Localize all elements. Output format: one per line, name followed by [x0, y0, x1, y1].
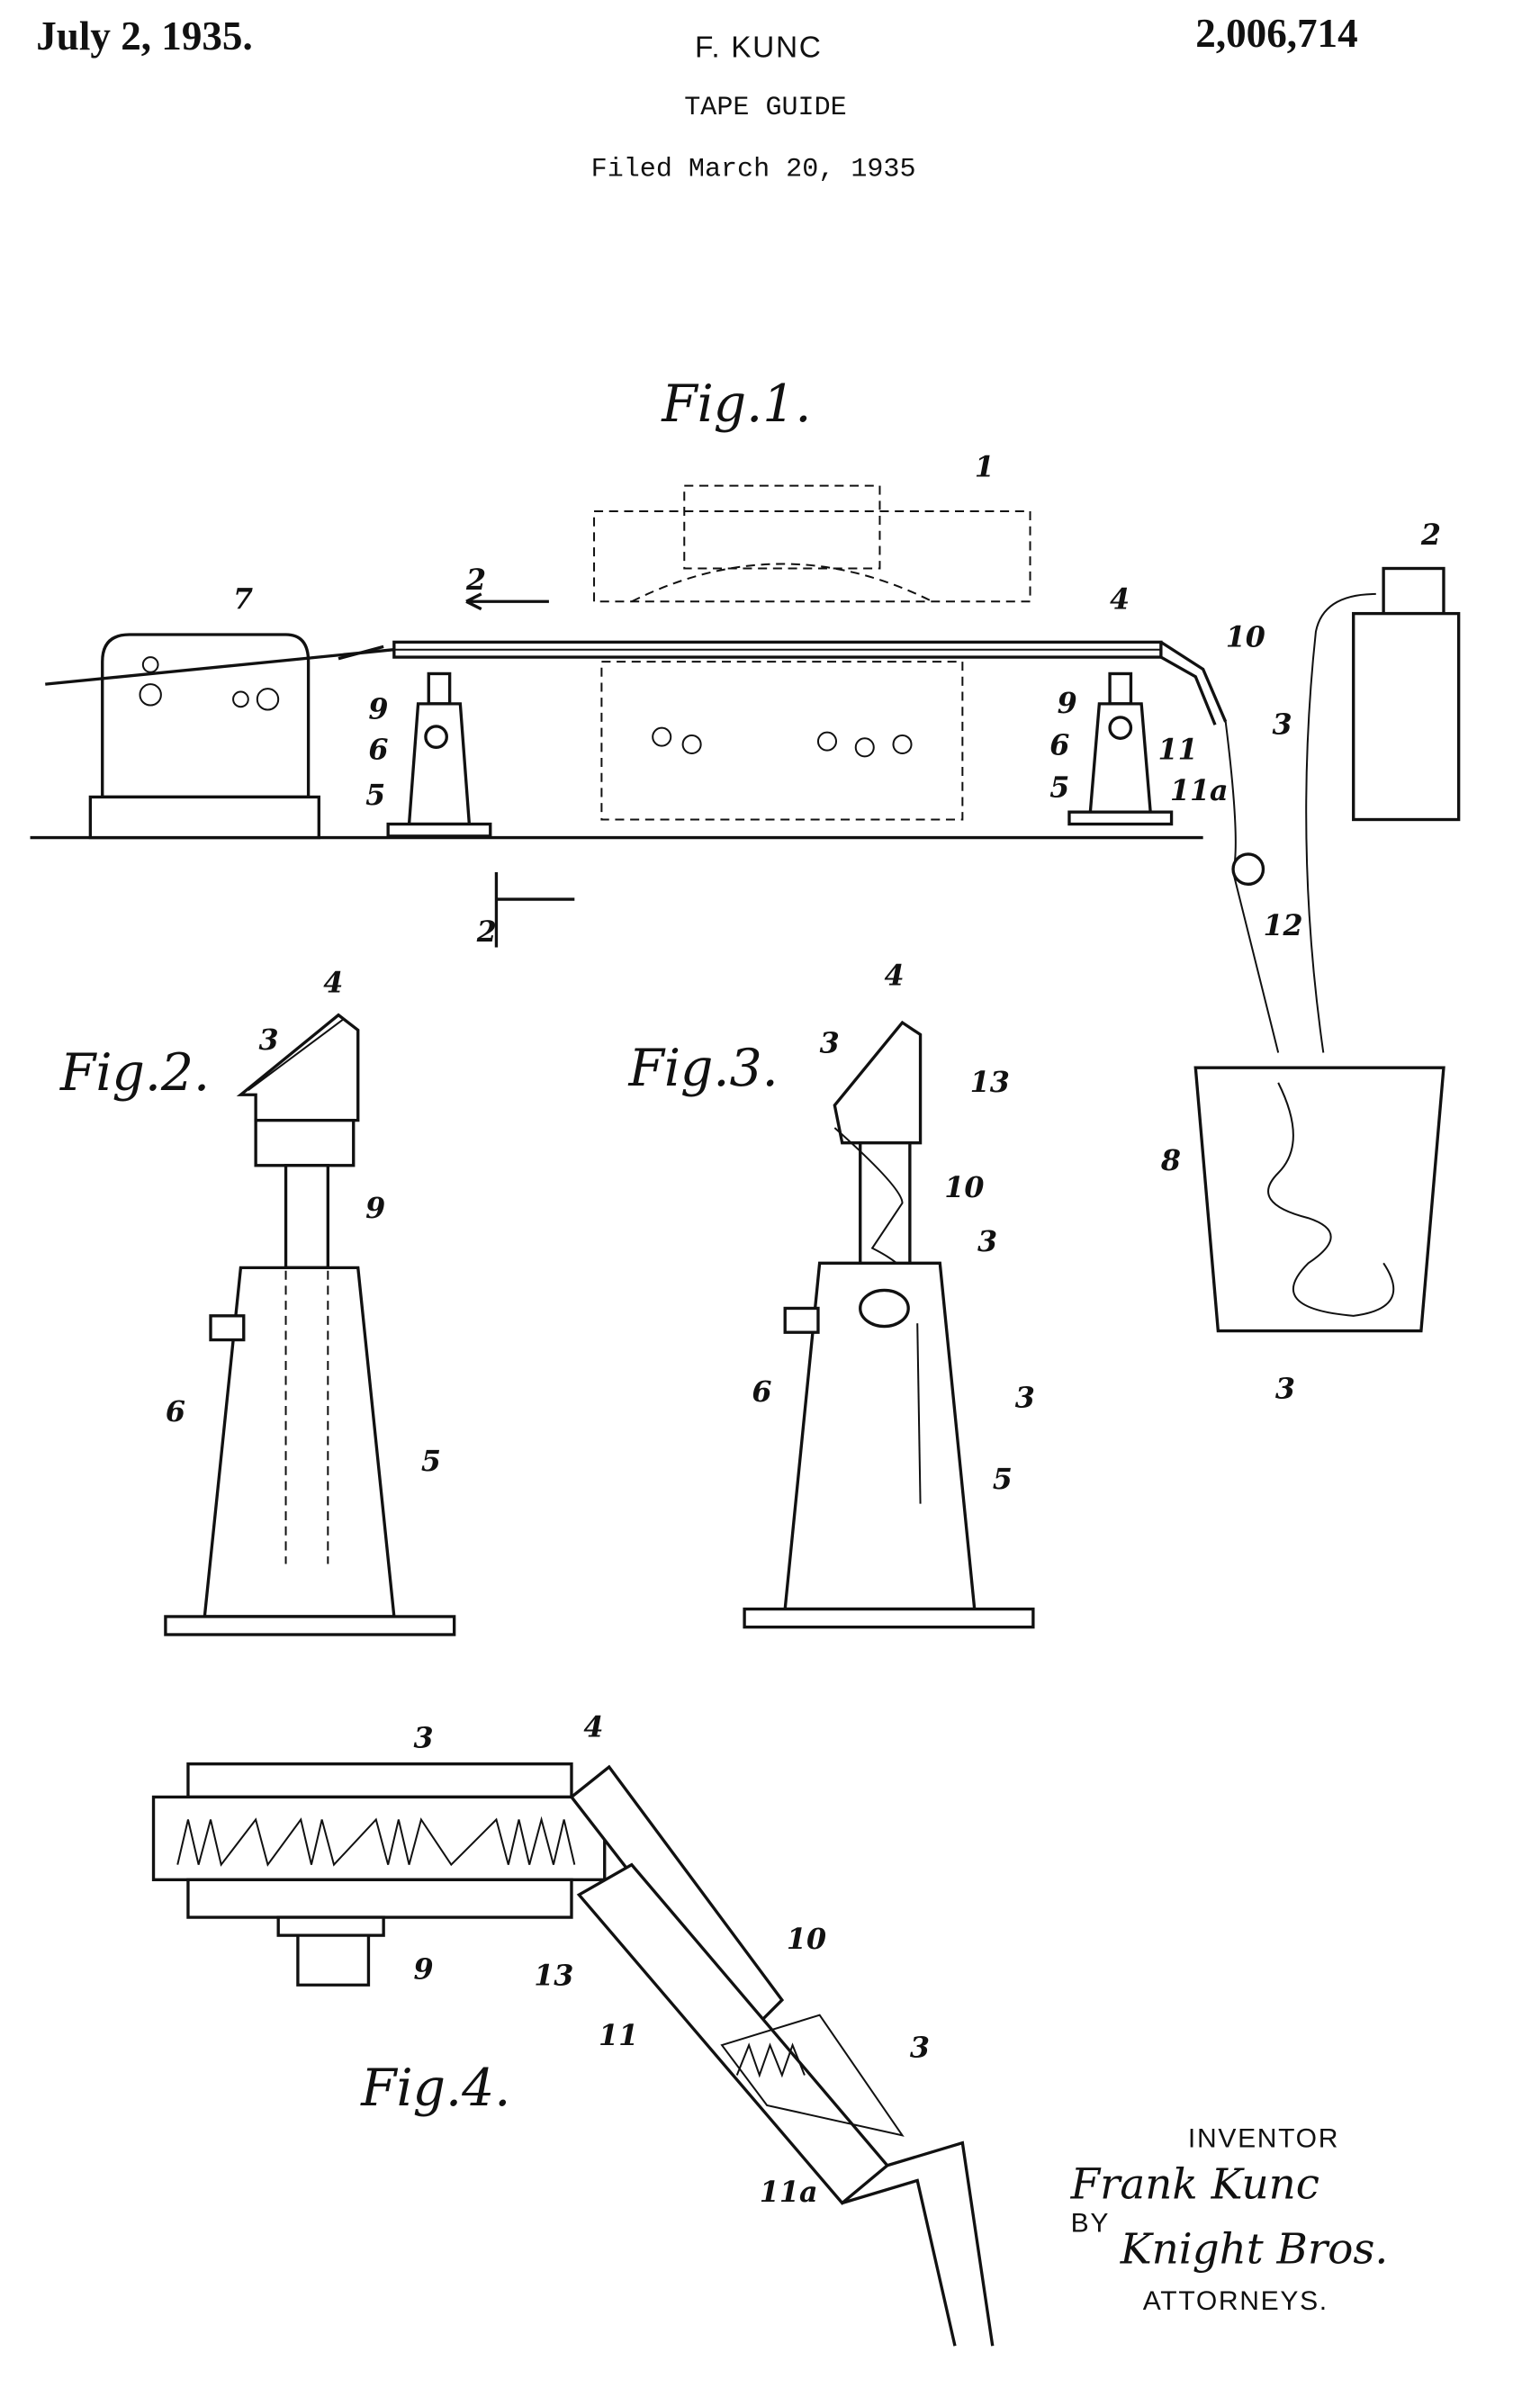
ref-numeral: 3 — [1275, 1373, 1295, 1406]
ref-numeral: 11 — [1158, 734, 1198, 767]
fig2-reference-numerals: 4 3 9 6 5 — [166, 967, 441, 1478]
fig3-title: Fig.3. — [627, 1039, 778, 1098]
figure-1: Fig.1. — [30, 374, 1461, 1406]
ref-numeral: 7 — [233, 583, 253, 617]
ref-numeral: 2 — [476, 915, 497, 949]
ref-numeral: 4 — [323, 967, 343, 1000]
ref-numeral: 6 — [368, 734, 388, 767]
filed-date: Filed March 20, 1935 — [591, 154, 916, 185]
ref-numeral: 3 — [414, 1721, 434, 1754]
ref-numeral: 10 — [944, 1171, 984, 1204]
ref-numeral: 4 — [583, 1711, 603, 1744]
inventor-signature: Frank Kunc — [1070, 2160, 1319, 2209]
signature-block: INVENTOR Frank Kunc BY Knight Bros. ATTO… — [1070, 2124, 1389, 2316]
ref-numeral: 3 — [258, 1023, 278, 1057]
by-label: BY — [1071, 2208, 1110, 2238]
ref-numeral: 5 — [993, 1463, 1013, 1496]
ref-numeral: 13 — [534, 1959, 573, 1992]
ref-numeral: 6 — [1049, 729, 1069, 762]
ref-numeral: 3 — [1272, 707, 1292, 741]
ref-numeral: 12 — [1263, 909, 1302, 942]
fig2-title: Fig.2. — [59, 1043, 210, 1103]
ref-numeral: 9 — [365, 1192, 385, 1225]
ref-numeral: 3 — [910, 2031, 930, 2064]
fig4-title: Fig.4. — [360, 2059, 510, 2118]
ref-numeral: 2 — [465, 563, 486, 597]
inventor-name: F. KUNC — [695, 31, 823, 64]
ref-numeral: 4 — [884, 959, 904, 992]
ref-numeral: 5 — [365, 779, 385, 812]
ref-numeral: 8 — [1160, 1144, 1181, 1177]
ref-numeral: 1 — [975, 451, 995, 484]
inventor-label: INVENTOR — [1188, 2124, 1339, 2154]
ref-numeral: 4 — [1110, 583, 1130, 617]
ref-numeral: 2 — [1420, 518, 1441, 552]
ref-numeral: 11a — [760, 2176, 818, 2209]
ref-numeral: 13 — [970, 1066, 1010, 1099]
attorney-signature: Knight Bros. — [1120, 2225, 1388, 2274]
patent-number: 2,006,714 — [1195, 11, 1357, 56]
ref-numeral: 6 — [166, 1395, 185, 1428]
ref-numeral: 3 — [1015, 1382, 1035, 1415]
ref-numeral: 3 — [820, 1026, 840, 1059]
fig1-title: Fig.1. — [661, 374, 811, 434]
figure-4: Fig.4. 3 4 9 13 10 11 3 11a — [151, 1711, 995, 2347]
ref-numeral: 10 — [787, 1923, 826, 1956]
ref-numeral: 9 — [1058, 687, 1077, 720]
attorneys-label: ATTORNEYS. — [1143, 2286, 1328, 2316]
fig3-reference-numerals: 4 3 13 10 3 6 3 5 — [752, 959, 1034, 1496]
ref-numeral: 11a — [1170, 774, 1229, 807]
patent-title: TAPE GUIDE — [684, 93, 846, 123]
figure-2: Fig.2. 4 3 9 6 5 — [59, 967, 456, 1636]
ref-numeral: 3 — [977, 1225, 997, 1258]
patent-date: July 2, 1935. — [36, 14, 253, 59]
fig4-reference-numerals: 3 4 9 13 10 11 3 11a — [414, 1711, 930, 2209]
ref-numeral: 10 — [1226, 620, 1265, 653]
ref-numeral: 6 — [752, 1375, 771, 1409]
ref-numeral: 9 — [414, 1953, 434, 1987]
ref-numeral: 9 — [368, 693, 388, 726]
ref-numeral: 5 — [421, 1445, 441, 1478]
ref-numeral: 5 — [1049, 770, 1069, 804]
figure-3: Fig.3. 4 3 13 10 3 6 3 5 — [627, 959, 1035, 1629]
ref-numeral: 11 — [599, 2019, 638, 2052]
fig1-reference-numerals: 1 2 7 4 10 9 6 5 9 6 5 11 11a 3 12 2 2 8… — [233, 451, 1441, 1406]
